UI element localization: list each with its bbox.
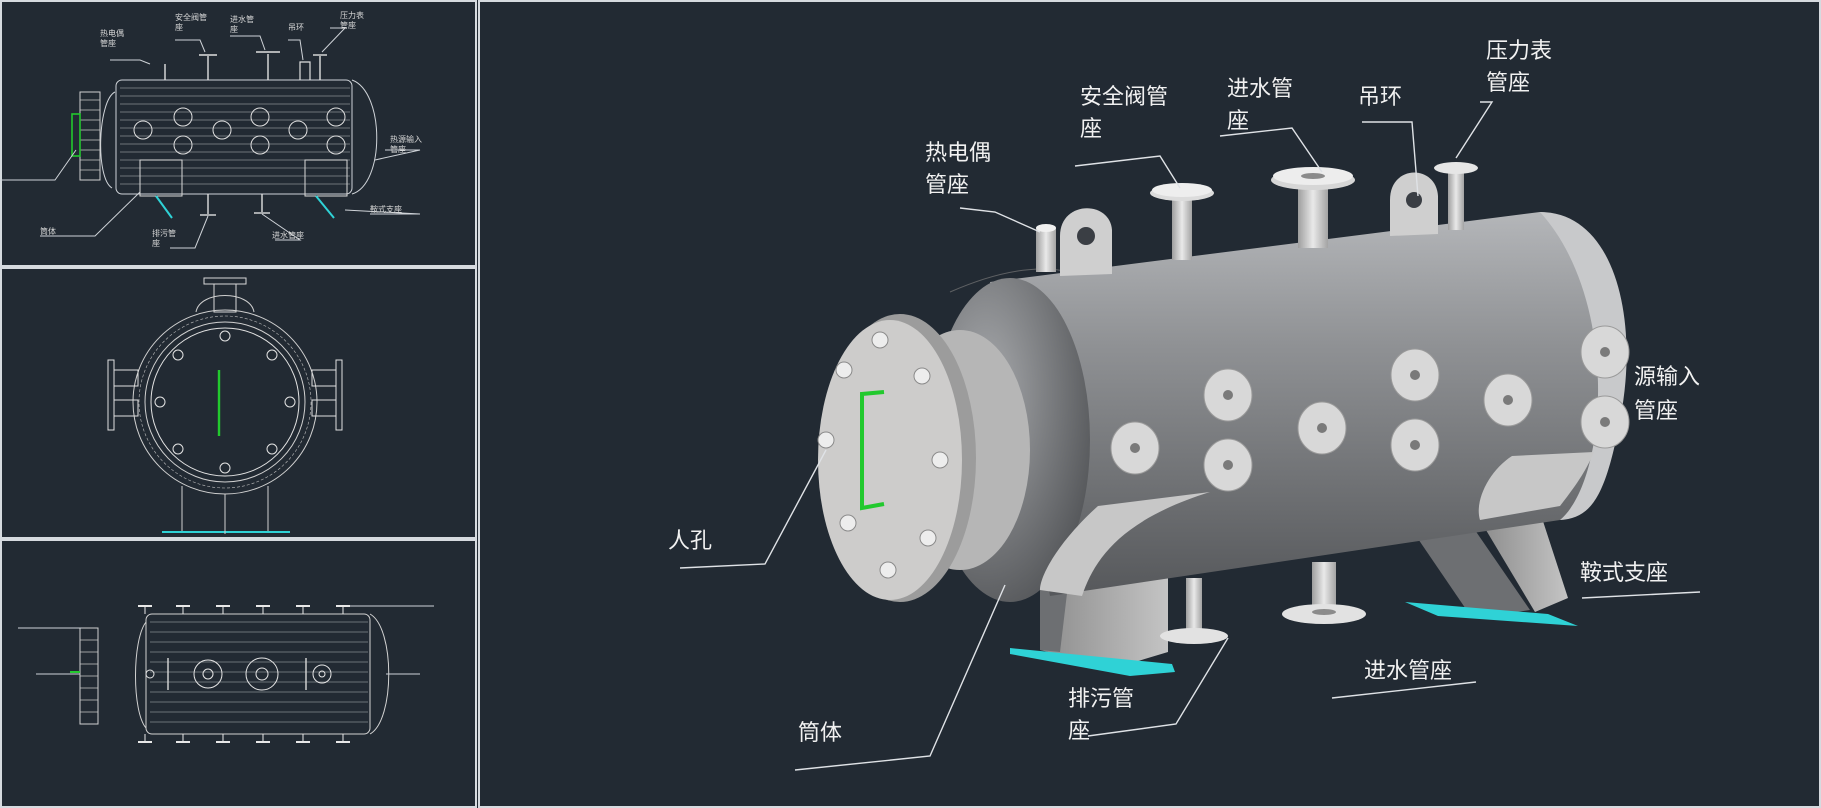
label-heat-source-input-seat: 源输入 管座 (1634, 365, 1707, 424)
plan-view-vessel (70, 605, 390, 743)
front-view-lifting-ring-label: 吊环 (288, 23, 304, 32)
label-shell: 筒体 (798, 721, 842, 746)
label-lifting-ring: 吊环 (1358, 85, 1402, 110)
front-view-drain-label: 排污管 座 (152, 228, 179, 248)
front-view-shell-label: 筒体 (40, 226, 56, 236)
front-view-thermocouple-label: 热电偶 管座 (100, 28, 127, 48)
side-flanges (1110, 325, 1630, 492)
front-view-inlet-bottom-label: 进水管座 (272, 230, 304, 240)
side-view-vessel (107, 277, 343, 534)
top-nozzles (1036, 162, 1478, 276)
front-view-leaders (0, 27, 421, 249)
plan-view-leaders (18, 605, 434, 675)
bottom-nozzles (1160, 562, 1366, 644)
label-inlet-seat-bottom: 进水管座 (1364, 659, 1452, 684)
saddle-right (1405, 512, 1578, 626)
label-thermocouple-seat: 热电偶 管座 (925, 141, 998, 198)
label-safety-valve-seat: 安全阀管 座 (1080, 85, 1175, 142)
front-view-heat-source-label: 热源输入 管座 (390, 134, 425, 154)
manhole[interactable] (817, 314, 1030, 602)
label-saddle-support: 鞍式支座 (1580, 561, 1668, 586)
front-view-saddle-label: 鞍式支座 (370, 204, 402, 214)
side-view[interactable] (107, 277, 343, 534)
isometric-leaders (679, 101, 1701, 771)
label-drain-seat: 排污管 座 (1068, 687, 1141, 744)
label-pressure-gauge-seat: 压力表 管座 (1486, 39, 1559, 96)
label-inlet-seat-top: 进水管 座 (1227, 77, 1300, 134)
front-view[interactable]: 安全阀管 座 进水管 座 吊环 压力表 管座 热电偶 管座 热源输入 管座 鞍式… (0, 10, 425, 249)
front-view-pressure-gauge-label: 压力表 管座 (340, 10, 367, 30)
front-view-inlet-label: 进水管 座 (230, 14, 257, 34)
front-view-vessel-body (71, 51, 378, 219)
manhole-handle (860, 390, 885, 511)
plan-view[interactable] (18, 605, 434, 743)
label-manhole: 人孔 (668, 529, 712, 554)
isometric-view[interactable]: 热电偶 管座 安全阀管 座 进水管 座 吊环 压力表 管座 源输入 管座 人孔 … (668, 39, 1707, 771)
front-view-safety-valve-label: 安全阀管 座 (175, 12, 210, 32)
